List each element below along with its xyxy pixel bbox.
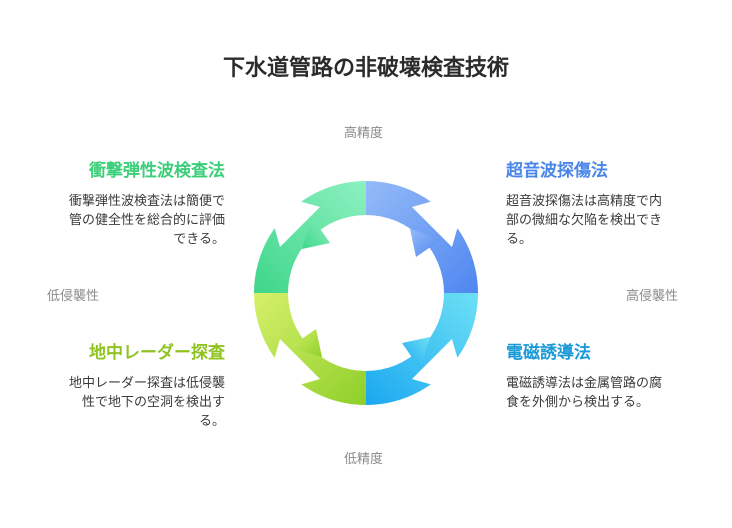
axis-label-left: 低侵襲性 [47, 289, 100, 304]
arrow-notch-top-left [264, 191, 320, 247]
desc-line: 性で地下の空洞を検出す [81, 395, 225, 410]
quadrant-desc-impact-elastic-wave: 衝撃弾性波検査法は簡便で 管の健全性を総合的に評価 できる。 [25, 192, 225, 249]
desc-line: る。 [506, 232, 533, 247]
arrowhead-bottom-right [402, 337, 430, 369]
arrow-notch-bottom-right [412, 339, 468, 395]
desc-line: 衝撃弾性波検査法は簡便で [68, 194, 225, 209]
desc-line: 電磁誘導法は金属管路の腐 [506, 376, 663, 391]
desc-line: できる。 [173, 232, 225, 247]
axis-label-bottom: 低精度 [344, 452, 384, 467]
quadrant-heading-impact-elastic-wave: 衝撃弾性波検査法 [89, 161, 225, 181]
arrow-notch-top-right [412, 191, 468, 247]
desc-line: 管の健全性を総合的に評価 [68, 213, 225, 228]
desc-line: 部の微細な欠陥を検出でき [506, 213, 663, 228]
quadrant-desc-electromagnetic: 電磁誘導法は金属管路の腐 食を外側から検出する。 [506, 374, 706, 412]
axis-label-top: 高精度 [344, 126, 384, 141]
quadrant-desc-ground-radar: 地中レーダー探査は低侵襲 性で地下の空洞を検出す る。 [25, 374, 225, 431]
cycle-diagram [254, 181, 478, 405]
desc-line: 地中レーダー探査は低侵襲 [68, 376, 225, 391]
quadrant-heading-ground-radar: 地中レーダー探査 [89, 343, 225, 363]
arrowhead-top-left [302, 217, 330, 249]
desc-line: 超音波探傷法は高精度で内 [506, 194, 663, 209]
arrow-notch-bottom-left [264, 339, 320, 395]
quadrant-desc-ultrasonic: 超音波探傷法は高精度で内 部の微細な欠陥を検出でき る。 [506, 192, 706, 249]
quadrant-heading-electromagnetic: 電磁誘導法 [506, 343, 591, 363]
page-title: 下水道管路の非破壊検査技術 [222, 56, 509, 81]
arrowhead-bottom-left [290, 329, 322, 357]
desc-line: 食を外側から検出する。 [506, 395, 650, 410]
desc-line: る。 [198, 414, 225, 429]
axis-label-right: 高侵襲性 [626, 289, 679, 304]
arrowhead-top-right [410, 229, 442, 257]
quadrant-heading-ultrasonic: 超音波探傷法 [506, 161, 608, 181]
